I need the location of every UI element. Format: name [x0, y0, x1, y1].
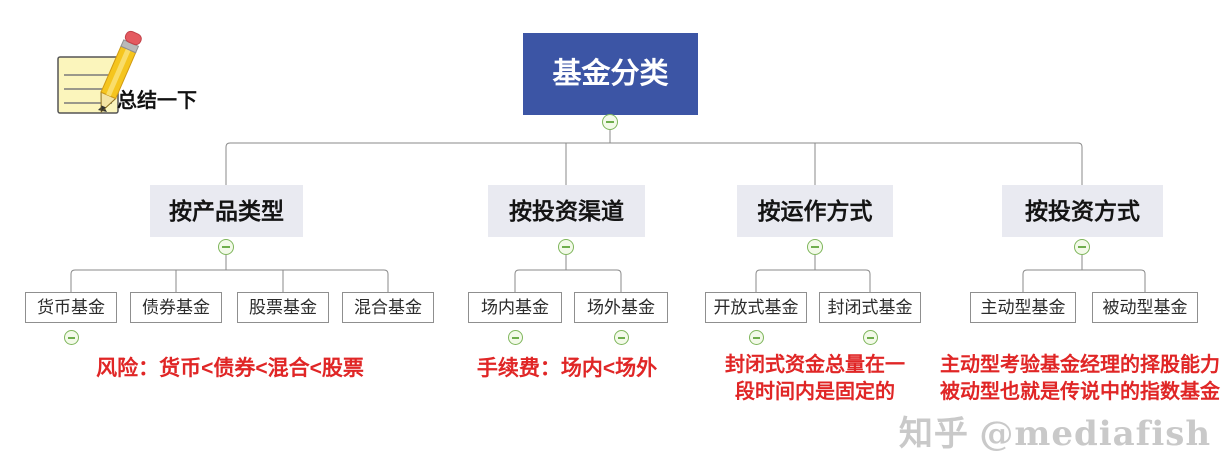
- leaf-node-passive-fund[interactable]: 被动型基金: [1092, 292, 1198, 323]
- annotation-fee: 手续费：场内<场外: [476, 357, 658, 380]
- leaf-node-bond-fund[interactable]: 债券基金: [130, 292, 222, 323]
- root-node-fund-classification[interactable]: 基金分类: [523, 33, 698, 115]
- leaf-node-mixed-fund[interactable]: 混合基金: [342, 292, 434, 323]
- collapse-toggle-closed-fund[interactable]: [863, 330, 878, 345]
- branch-node-operation-mode[interactable]: 按运作方式: [737, 185, 893, 237]
- leaf-node-currency-fund[interactable]: 货币基金: [25, 292, 117, 323]
- leaf-node-onmarket-fund[interactable]: 场内基金: [468, 292, 562, 323]
- collapse-toggle-operation-mode[interactable]: [807, 239, 823, 255]
- collapse-toggle-root[interactable]: [602, 114, 618, 130]
- collapse-toggle-investment-style[interactable]: [1074, 239, 1090, 255]
- annotation-active-passive: 主动型考验基金经理的择股能力 被动型也就是传说中的指数基金: [940, 354, 1220, 403]
- branch-node-investment-channel[interactable]: 按投资渠道: [488, 185, 645, 237]
- collapse-toggle-offmarket-fund[interactable]: [614, 330, 629, 345]
- collapse-toggle-open-fund[interactable]: [749, 330, 764, 345]
- watermark: 知乎 @mediafish: [890, 406, 1220, 455]
- branch-node-investment-style[interactable]: 按投资方式: [1002, 185, 1163, 237]
- annotation-closed-fund: 封闭式资金总量在一 段时间内是固定的: [725, 354, 905, 403]
- note-pencil-icon: [57, 30, 142, 114]
- watermark-handle: @mediafish: [979, 414, 1212, 454]
- leaf-node-open-fund[interactable]: 开放式基金: [705, 292, 807, 323]
- collapse-toggle-currency-fund[interactable]: [64, 330, 79, 345]
- collapse-toggle-product-type[interactable]: [218, 239, 234, 255]
- leaf-node-closed-fund[interactable]: 封闭式基金: [819, 292, 921, 323]
- collapse-toggle-investment-channel[interactable]: [558, 239, 574, 255]
- note-label: 总结一下: [117, 90, 197, 112]
- annotation-risk: 风险：货币<债券<混合<股票: [96, 357, 364, 380]
- branch-node-product-type[interactable]: 按产品类型: [150, 185, 303, 237]
- collapse-toggle-onmarket-fund[interactable]: [508, 330, 523, 345]
- watermark-brand: 知乎: [898, 415, 969, 453]
- leaf-node-offmarket-fund[interactable]: 场外基金: [574, 292, 668, 323]
- leaf-node-active-fund[interactable]: 主动型基金: [970, 292, 1076, 323]
- leaf-node-stock-fund[interactable]: 股票基金: [237, 292, 329, 323]
